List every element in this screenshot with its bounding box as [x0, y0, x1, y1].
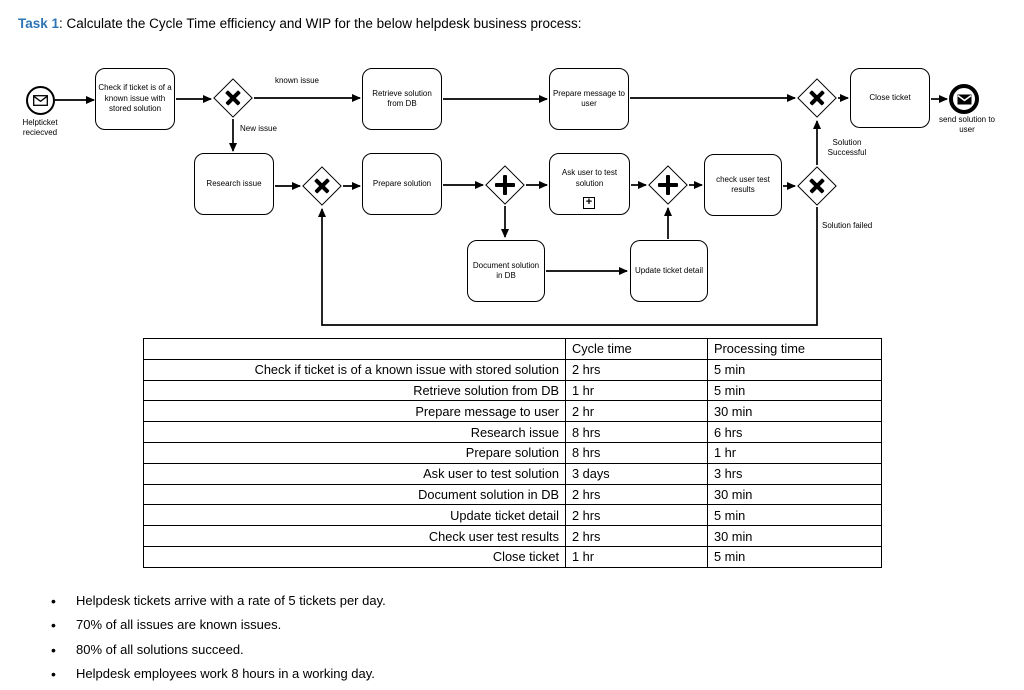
table-header-row: Cycle time Processing time: [143, 338, 882, 360]
list-item: •Helpdesk employees work 8 hours in a wo…: [51, 665, 375, 682]
task-check-if-known-issue: Check if ticket is of a known issue with…: [95, 68, 175, 130]
subprocess-marker-icon: +: [583, 197, 595, 209]
exclusive-gateway-solution-check: [797, 166, 837, 206]
header-processing-time: Processing time: [707, 338, 882, 360]
end-event-message: [949, 84, 979, 114]
exclusive-gateway-known-vs-new: [213, 78, 253, 118]
envelope-filled-icon: [957, 94, 971, 104]
start-event-label: Helpticket reciecved: [22, 118, 58, 138]
parallel-gateway-split: [485, 165, 525, 205]
exclusive-gateway-merge-research: [302, 166, 342, 206]
task-prepare-message: Prepare message to user: [549, 68, 629, 130]
task-number-label: Task 1: [18, 16, 60, 31]
table-row: Check if ticket is of a known issue with…: [143, 358, 882, 381]
header-activity: [143, 338, 566, 360]
exclusive-gateway-merge-top: [797, 78, 837, 118]
cycle-time-table: Cycle time Processing time Check if tick…: [143, 338, 882, 568]
task-retrieve-solution: Retrieve solution from DB: [362, 68, 442, 130]
bullet-icon: •: [51, 665, 56, 682]
edge-label-solution-successful: Solution Successful: [827, 138, 867, 158]
task-prepare-solution: Prepare solution: [362, 153, 442, 215]
task-update-ticket-detail: Update ticket detail: [630, 240, 708, 302]
list-item: •80% of all solutions succeed.: [51, 641, 244, 658]
bullet-icon: •: [51, 641, 56, 658]
header-cycle-time: Cycle time: [565, 338, 708, 360]
bullet-icon: •: [51, 617, 56, 634]
flow-solution-failed-loop: [318, 207, 818, 326]
page-title: Task 1: Calculate the Cycle Time efficie…: [18, 16, 582, 31]
list-item: •Helpdesk tickets arrive with a rate of …: [51, 593, 386, 609]
parallel-gateway-join: [648, 165, 688, 205]
assumptions-list: •Helpdesk tickets arrive with a rate of …: [48, 593, 386, 690]
edge-label-solution-failed: Solution failed: [822, 221, 873, 230]
task-check-user-test-results: check user test results: [704, 154, 782, 216]
task-description: : Calculate the Cycle Time efficiency an…: [59, 16, 582, 31]
task-ask-user-test: Ask user to test solution: [549, 153, 630, 215]
bullet-icon: •: [51, 593, 56, 609]
start-event-message: [26, 86, 55, 115]
task-document-solution: Document solution in DB: [467, 240, 545, 302]
edge-label-new-issue: New issue: [240, 124, 277, 133]
edge-label-known-issue: known issue: [274, 76, 320, 85]
envelope-outline-icon: [33, 95, 48, 106]
end-event-label: send solution to user: [938, 115, 996, 135]
list-item: •70% of all issues are known issues.: [51, 617, 282, 634]
task-research-issue: Research issue: [194, 153, 274, 215]
task-close-ticket: Close ticket: [850, 68, 930, 128]
